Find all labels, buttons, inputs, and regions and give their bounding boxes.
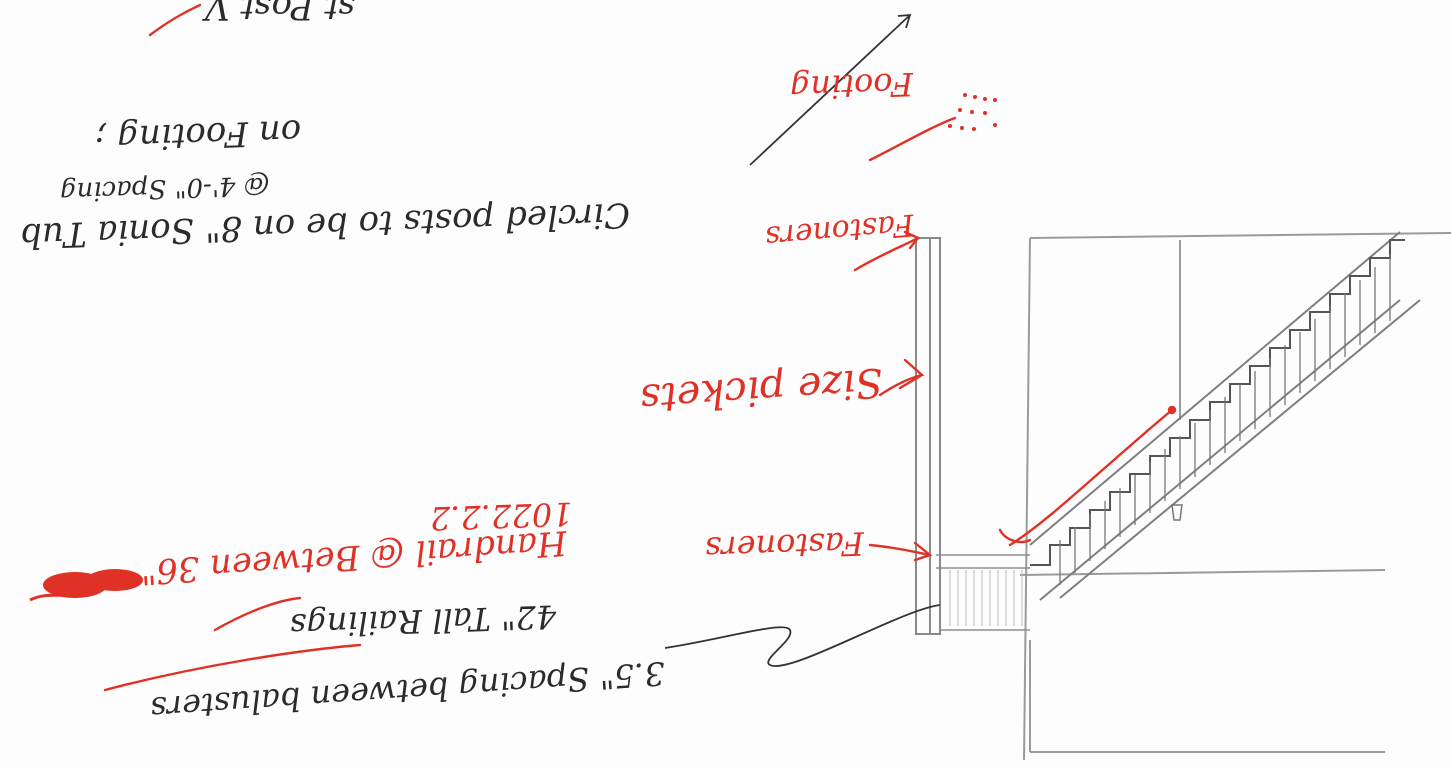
note-posts-spacing: @ 4'-0" Spacing [59, 169, 271, 207]
stair-treads [1030, 239, 1405, 566]
note-footing: Footing [789, 64, 914, 108]
scribble-blot [29, 569, 143, 602]
note-on-footing: on Footing ; [94, 111, 302, 159]
newel-post [915, 237, 941, 635]
pencil-leaders [664, 13, 941, 667]
stair-rail [1029, 231, 1421, 601]
wall-outline [1019, 232, 1451, 761]
landing [936, 554, 1030, 631]
balusters [1059, 254, 1391, 585]
dotted-marks [948, 93, 997, 131]
note-fasteners-bottom: Fastoners [704, 524, 865, 568]
red-markups [103, 3, 1177, 692]
note-railings: 42" Tall Railings [289, 597, 557, 645]
rail-bracket [1171, 504, 1183, 521]
note-top-fragment: st Post V [205, 0, 356, 27]
